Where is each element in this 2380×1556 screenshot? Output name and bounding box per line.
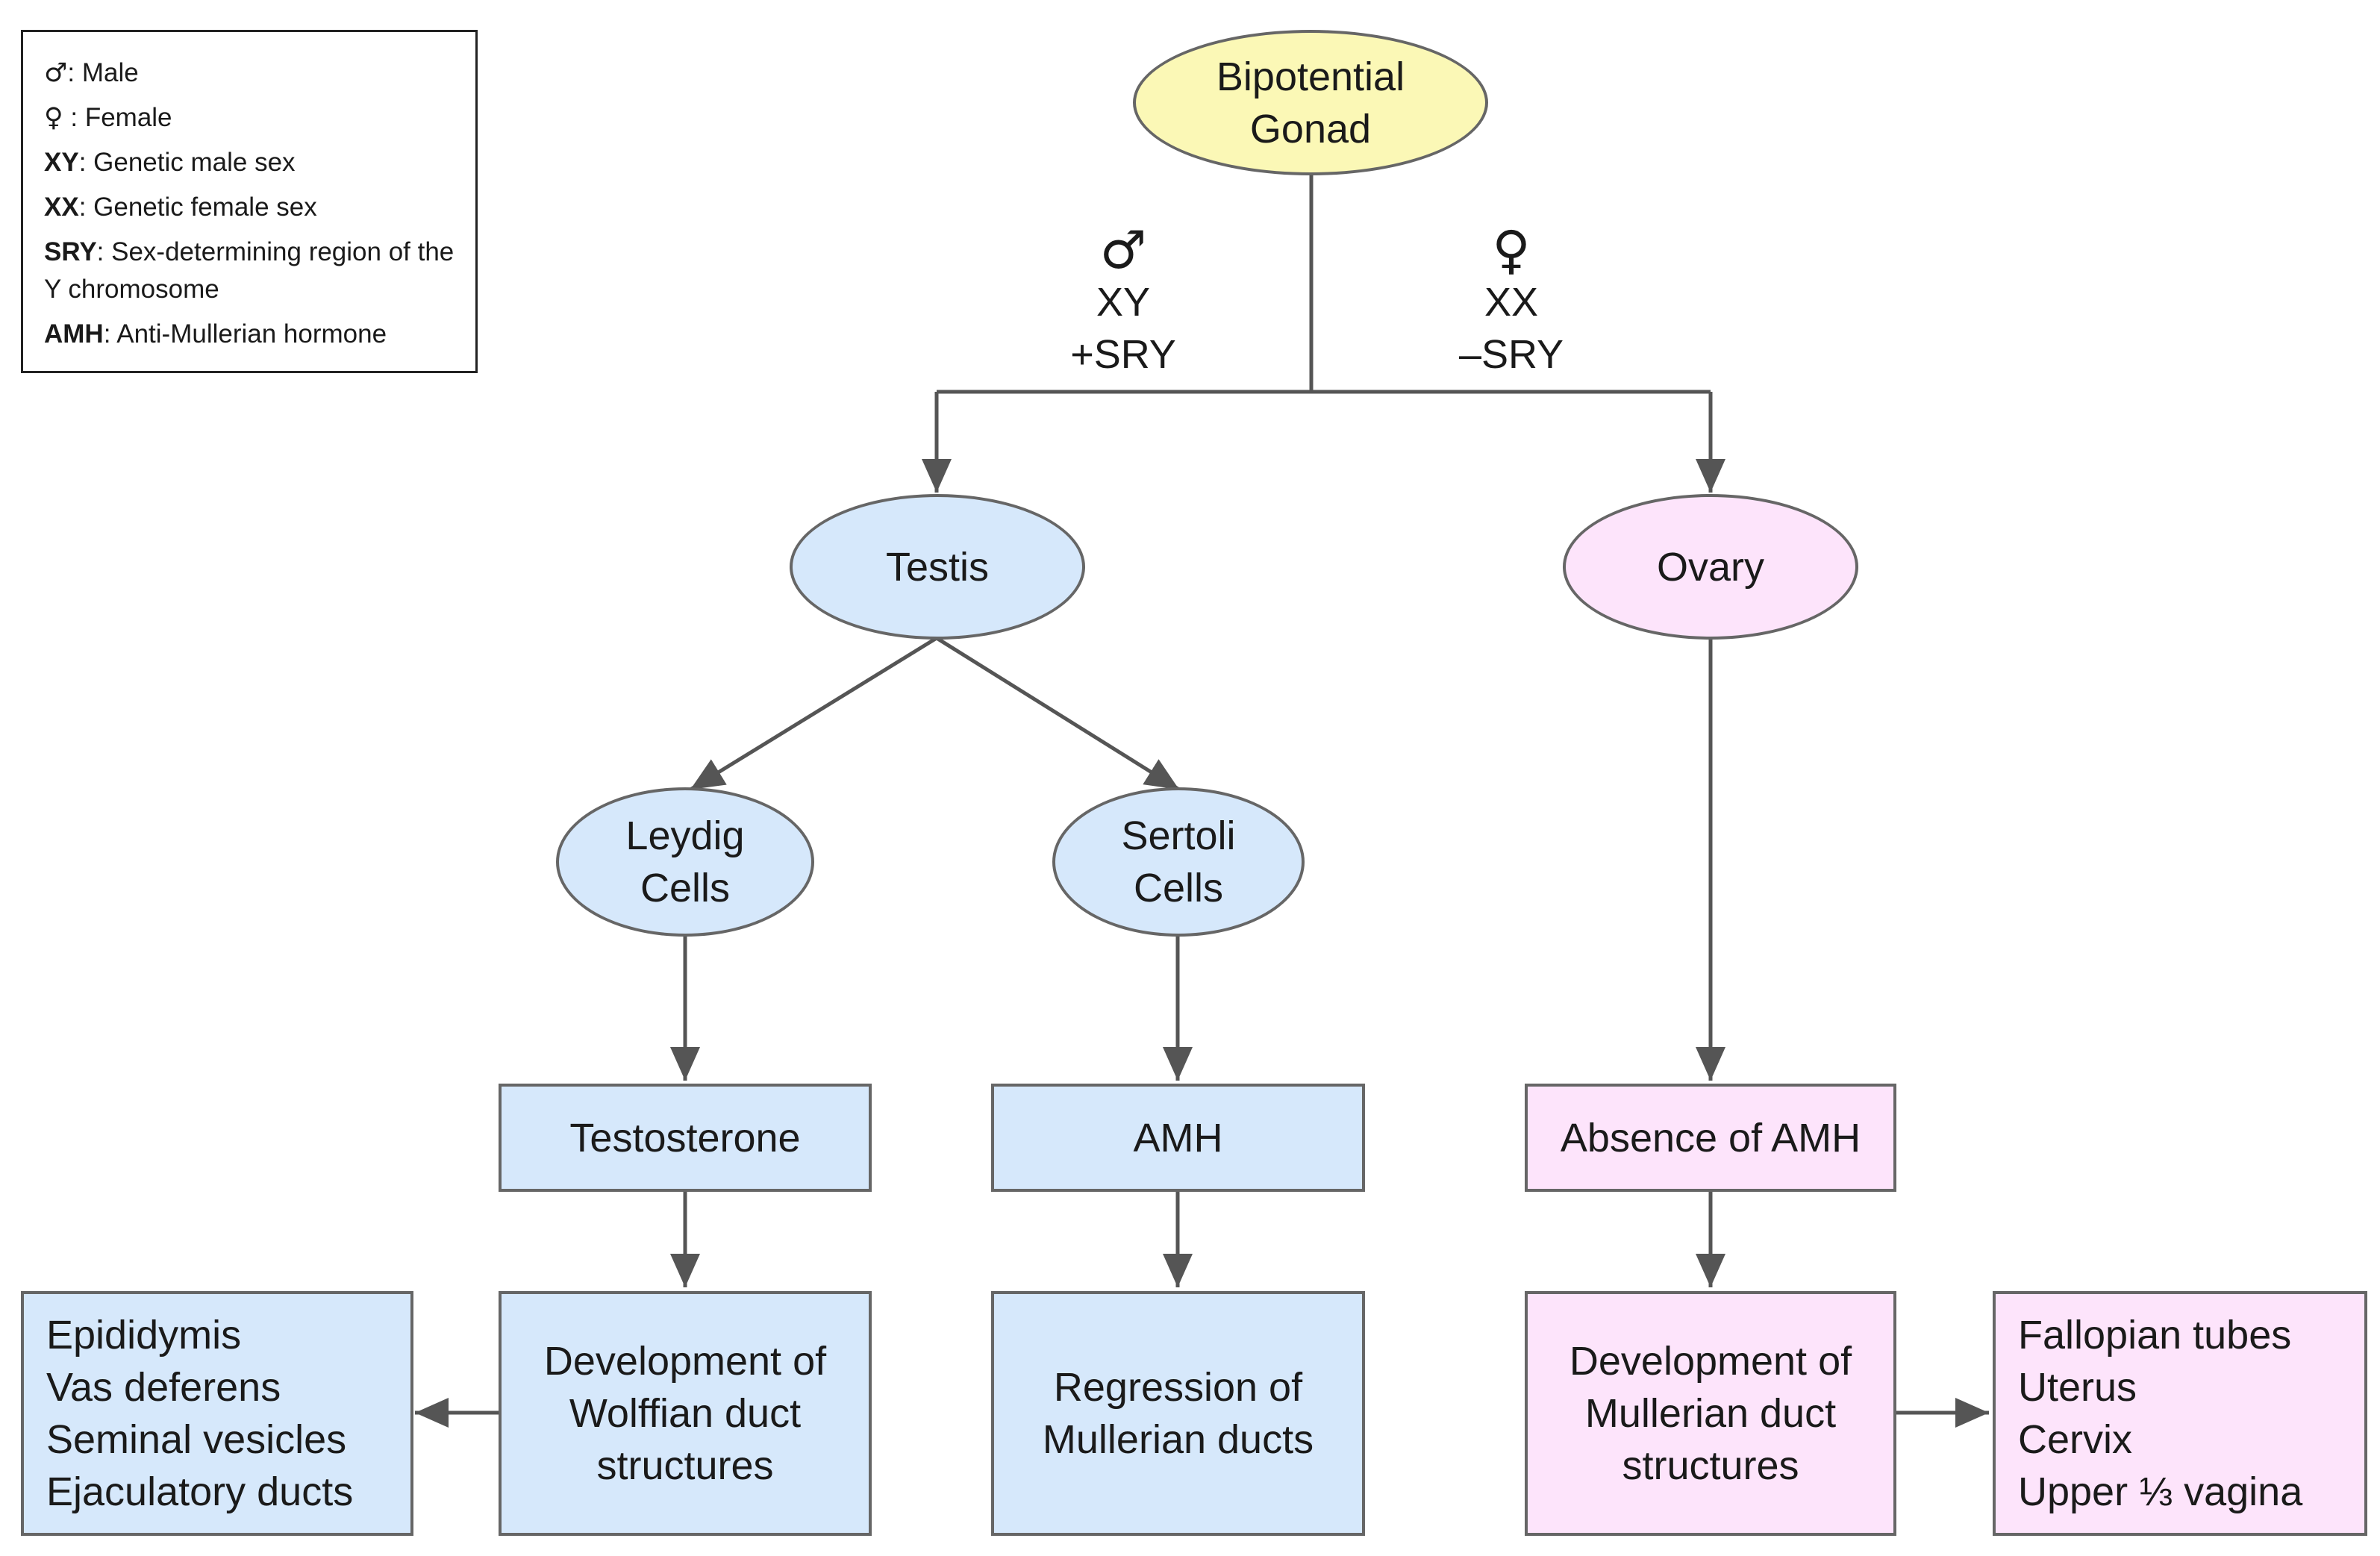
female-symbol-icon: ♀ — [1492, 219, 1531, 281]
female-sry-label: –SRY — [1458, 332, 1564, 377]
node-bipotential-gonad: Bipotential Gonad — [1133, 30, 1488, 175]
legend-term: AMH — [44, 319, 104, 349]
node-female-structures: Fallopian tubes Uterus Cervix Upper ⅓ va… — [1993, 1291, 2367, 1536]
male-karyotype-label: XY — [1096, 280, 1151, 325]
female-symbol-icon: ♀ — [44, 103, 63, 133]
node-testis: Testis — [790, 494, 1085, 640]
legend-row: AMH: Anti-Mullerian hormone — [44, 316, 455, 353]
legend-description: : Female — [63, 103, 172, 132]
node-wolffian-development-label: Development of Wolffian duct structures — [543, 1339, 827, 1488]
legend-term: SRY — [44, 237, 97, 266]
legend-term: XY — [44, 148, 79, 177]
node-male-structures-label: Epididymis Vas deferens Seminal vesicles… — [46, 1313, 354, 1514]
legend-description: : Anti-Mullerian hormone — [103, 319, 387, 349]
node-testosterone: Testosterone — [499, 1084, 872, 1192]
node-amh-label: AMH — [1133, 1115, 1223, 1160]
legend-description: : Genetic female sex — [78, 193, 317, 222]
legend-row: SRY: Sex-determining region of the Y chr… — [44, 234, 455, 308]
node-male-structures: Epididymis Vas deferens Seminal vesicles… — [21, 1291, 413, 1536]
node-ovary: Ovary — [1563, 494, 1858, 640]
legend-term: XX — [44, 193, 79, 222]
arrow-testis-to-leydig — [689, 636, 938, 792]
node-testis-label: Testis — [885, 544, 990, 590]
legend-row: XY: Genetic male sex — [44, 144, 455, 181]
node-female-structures-label: Fallopian tubes Uterus Cervix Upper ⅓ va… — [2018, 1313, 2303, 1514]
female-branch-label: ♀ XX –SRY — [1418, 224, 1605, 381]
node-bipotential-gonad-label: Bipotential Gonad — [1216, 54, 1405, 151]
female-karyotype-label: XX — [1484, 280, 1539, 325]
node-ovary-label: Ovary — [1656, 544, 1765, 590]
node-leydig-cells: Leydig Cells — [556, 787, 814, 937]
male-symbol-icon: ♂ — [1099, 219, 1147, 281]
node-mullerian-regression: Regression of Mullerian ducts — [991, 1291, 1365, 1536]
node-testosterone-label: Testosterone — [569, 1115, 801, 1160]
legend-description: : Genetic male sex — [78, 148, 296, 177]
legend-row: ♀ : Female — [44, 99, 455, 137]
legend-row: XX: Genetic female sex — [44, 189, 455, 226]
node-sertoli-cells-label: Sertoli Cells — [1121, 813, 1236, 910]
node-absence-of-amh: Absence of AMH — [1525, 1084, 1896, 1192]
male-sry-label: +SRY — [1070, 332, 1176, 377]
node-absence-of-amh-label: Absence of AMH — [1560, 1115, 1861, 1160]
node-mullerian-development-label: Development of Mullerian duct structures — [1569, 1339, 1852, 1488]
node-sertoli-cells: Sertoli Cells — [1052, 787, 1305, 937]
legend-description: : Sex-determining region of the Y chromo… — [44, 237, 455, 304]
node-wolffian-development: Development of Wolffian duct structures — [499, 1291, 872, 1536]
node-leydig-cells-label: Leydig Cells — [625, 813, 745, 910]
male-symbol-icon: ♂ — [44, 58, 68, 88]
legend-row: ♂: Male — [44, 54, 455, 92]
node-amh: AMH — [991, 1084, 1365, 1192]
node-mullerian-regression-label: Regression of Mullerian ducts — [1042, 1365, 1314, 1462]
arrow-testis-to-sertoli — [935, 636, 1181, 792]
node-mullerian-development: Development of Mullerian duct structures — [1525, 1291, 1896, 1536]
legend-description: : Male — [67, 58, 139, 87]
male-branch-label: ♂ XY +SRY — [1030, 224, 1216, 381]
